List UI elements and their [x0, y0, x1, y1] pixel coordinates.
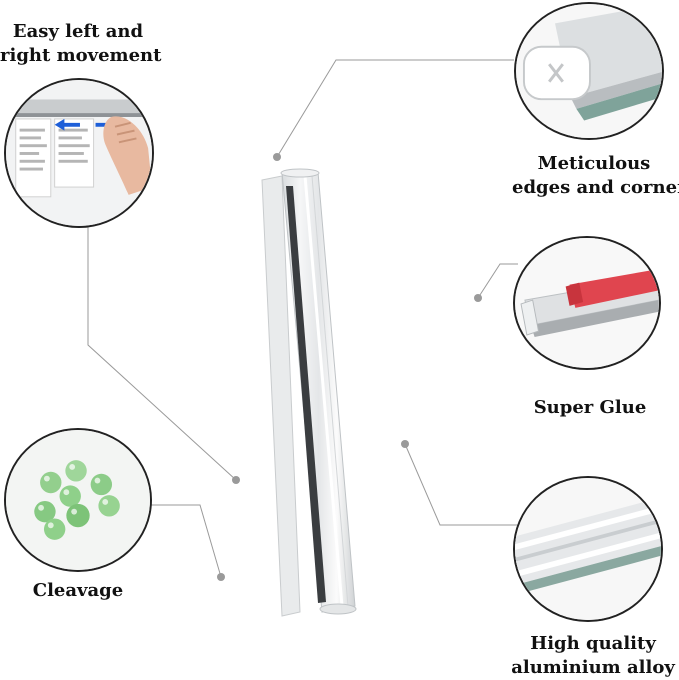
feature-label-edges: Meticulous edges and corners: [512, 152, 679, 200]
green-bead: [65, 460, 87, 482]
feature-label-cleavage: Cleavage: [4, 579, 152, 603]
feature-label-line: High quality: [530, 633, 656, 654]
edges-photo: [514, 2, 664, 140]
cleavage-photo: [4, 428, 152, 572]
movement-photo: [4, 78, 154, 228]
alloy-illustration: [515, 478, 661, 620]
feature-label-line: Cleavage: [32, 580, 124, 601]
feature-label-movement: Easy left and right movement: [0, 20, 162, 68]
green-bead: [43, 518, 66, 540]
glue-photo: [513, 236, 661, 370]
green-bead: [40, 471, 62, 494]
green-bead: [59, 485, 81, 507]
edges-illustration: [516, 4, 662, 138]
feature-label-line: Meticulous: [537, 153, 651, 174]
beads-illustration: [6, 430, 150, 570]
feature-label-line: Easy left and: [12, 21, 144, 42]
feature-label-alloy: High quality aluminium alloy: [508, 632, 678, 680]
alloy-photo: [513, 476, 663, 622]
green-bead: [90, 473, 113, 496]
feature-label-line: edges and corners: [512, 177, 679, 198]
glue-illustration: [515, 238, 659, 368]
green-bead: [98, 495, 120, 517]
feature-label-line: right movement: [0, 45, 162, 66]
green-bead: [66, 503, 90, 528]
feature-label-glue: Super Glue: [520, 396, 660, 420]
movement-illustration: [6, 80, 152, 226]
feature-label-line: Super Glue: [533, 397, 647, 418]
feature-label-line: aluminium alloy: [511, 657, 675, 678]
